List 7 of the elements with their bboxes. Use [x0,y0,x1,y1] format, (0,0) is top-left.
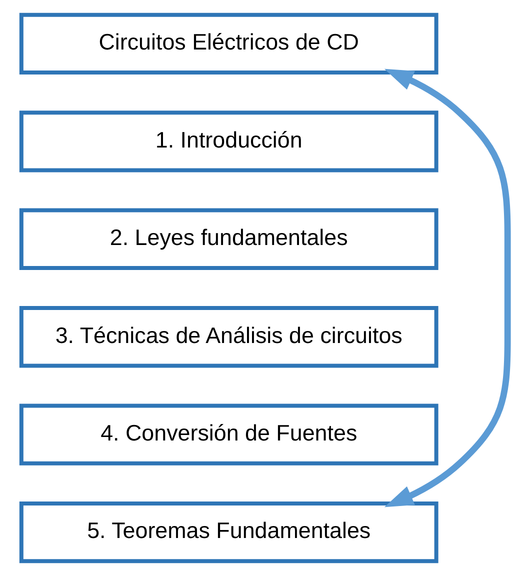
node-box: Circuitos Eléctricos de CD [18,12,438,75]
node-box: 4. Conversión de Fuentes [18,404,438,466]
node-box: 1. Introducción [18,110,438,172]
node-box: 3. Técnicas de Análisis de circuitos [18,306,438,368]
node-box: 2. Leyes fundamentales [18,208,438,270]
arrow [384,68,510,508]
node-box: 5. Teoremas Fundamentales [18,501,438,564]
